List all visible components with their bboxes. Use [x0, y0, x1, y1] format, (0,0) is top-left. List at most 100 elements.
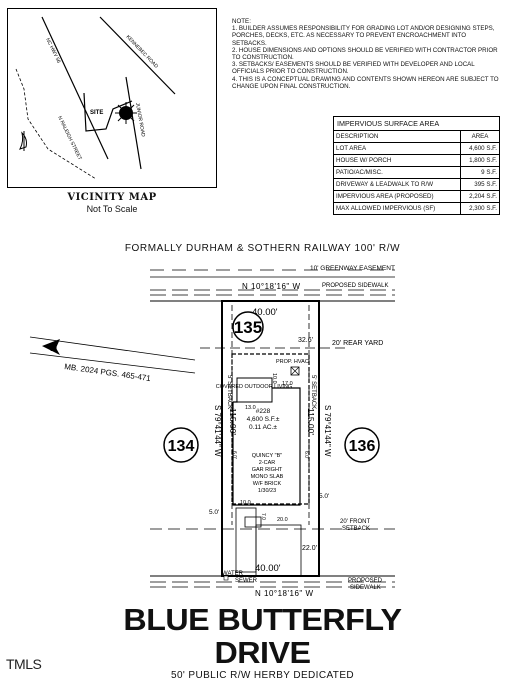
stoop [244, 516, 262, 528]
dim-5b: 5.0' [319, 493, 329, 500]
right-length: 115.00' [306, 408, 316, 435]
front-width: 40.00' [255, 563, 281, 574]
dim-13: 13.0 [245, 405, 256, 411]
water-meter-icon [223, 575, 229, 581]
vicinity-map-title: VICINITY MAP [67, 192, 157, 203]
row-area: 2,204 S.F. [460, 190, 500, 203]
rear-bearing: N 10°18'16" W [242, 282, 301, 291]
proposed-sidewalk-bottom-b: SIDEWALK [350, 585, 381, 591]
note-1: 1. BUILDER ASSUMES RESPONSIBILITY FOR GR… [232, 25, 495, 47]
covered-outdoor-box [236, 377, 273, 403]
row-description: PATIO/AC/MISC. [333, 166, 461, 179]
prop-hvac-label: PROP. HVAC [276, 359, 309, 365]
right-setback-label: 5' SETBACK [310, 375, 316, 409]
street-name-line2: DRIVE [214, 635, 311, 670]
row-description: LOT AREA [333, 142, 461, 155]
left-length: 115.00' [228, 408, 238, 435]
note-4: 4. THIS IS A CONCEPTUAL DRAWING AND CONT… [232, 75, 499, 90]
lot-136-circle [344, 427, 380, 463]
leadwalk [235, 507, 257, 573]
row-area: 9 S.F. [460, 166, 500, 179]
row-area: 4,600 S.F. [460, 142, 500, 155]
front-setback-label-b: SETBACK [342, 526, 370, 532]
row-area: 1,800 S.F. [460, 154, 500, 167]
dim-6b: 6.0' [303, 451, 309, 459]
road-label-kennebec: KENNEBEC ROAD [125, 34, 160, 70]
dim-6a: 6.0' [231, 451, 237, 459]
row-description: IMPERVIOUS AREA (PROPOSED) [333, 190, 461, 203]
row-description: MAX ALLOWED IMPERVIOUS (SF) [333, 202, 461, 215]
lot-area: 4,600 S.F.± [247, 416, 280, 423]
rear-yard-label: 20' REAR YARD [332, 340, 383, 347]
house-exterior: W/F BRICK [253, 481, 282, 487]
road-label-raleigh: N RALEIGH STREET [56, 115, 82, 161]
road-kennebec [99, 16, 176, 95]
house-model: QUINCY "B" [252, 453, 282, 459]
row-area: 395 S.F. [460, 178, 500, 191]
house-envelope [231, 353, 310, 505]
north-arrow-label: N [50, 343, 57, 354]
rear-dim: 32.6' [298, 337, 313, 344]
col-area: AREA [460, 130, 500, 143]
rear-width: 40.00' [252, 307, 278, 318]
covered-outdoor-label: COVERED OUTDOOR LIVING [216, 384, 292, 390]
dim-7: 7.0 [260, 513, 266, 520]
right-bearing: S 79°41'44" W [323, 405, 332, 457]
road-nc-hwy-56 [41, 16, 109, 160]
impervious-table: IMPERVIOUS SURFACE AREA DESCRIPTION AREA… [333, 116, 500, 215]
map-book-label: MB. 2024 PGS. 465-471 [64, 362, 152, 383]
dim-20: 20.0 [277, 517, 288, 523]
lot-number-circle [232, 311, 264, 343]
row-description: DRIVEWAY & LEADWALK TO R/W [333, 178, 461, 191]
vicinity-map-drawing: NC HWY 56 KENNEBEC ROAD N RALEIGH STREET… [15, 16, 176, 180]
house-gar-side: GAR RIGHT [252, 467, 283, 473]
greenway-easement-label: 10' GREENWAY EASEMENT [310, 265, 395, 272]
lot-number: 135 [234, 318, 262, 337]
lot-acres: 0.11 AC.± [249, 424, 277, 431]
col-description: DESCRIPTION [333, 130, 461, 143]
table-row: PATIO/AC/MISC.9 S.F. [333, 166, 500, 179]
tmls-watermark: TMLS [6, 656, 42, 672]
proposed-sidewalk-top: PROPOSED SIDEWALK [322, 283, 388, 289]
row-dedication: 50' PUBLIC R/W HERBY DEDICATED [170, 670, 355, 681]
street-name-line1: BLUE BUTTERFLY [123, 602, 402, 637]
house-date: 1/30/23 [258, 488, 276, 494]
house-foundation: MONO SLAB [251, 474, 284, 480]
left-setback-label: 5' SETBACK [226, 375, 232, 409]
house-garage: 2-CAR [259, 460, 276, 466]
table-row: IMPERVIOUS AREA (PROPOSED)2,204 S.F. [333, 190, 500, 203]
dim-5a: 5.0' [209, 509, 219, 516]
sewer-label: SEWER [235, 578, 258, 584]
row-description: HOUSE w/ PORCH [333, 154, 461, 167]
site-label: SITE [90, 110, 103, 116]
lot-134: 134 [168, 438, 195, 455]
dim-10b: 10.0 [240, 500, 251, 506]
compass-icon [19, 131, 27, 151]
lot-134-circle [163, 427, 199, 463]
notes-heading: NOTE: [232, 18, 251, 25]
dim-10a: 10.0 [271, 373, 277, 384]
impervious-table-title: IMPERVIOUS SURFACE AREA [333, 116, 500, 131]
row-area: 2,300 S.F. [460, 202, 500, 215]
dim-17: 17.0 [282, 381, 293, 387]
front-bearing: N 10°18'16" W [255, 589, 314, 598]
vicinity-map: NC HWY 56 KENNEBEC ROAD N RALEIGH STREET… [7, 8, 217, 188]
site-rays [115, 102, 137, 124]
proposed-sidewalk-bottom-a: PROPOSED [348, 578, 383, 584]
lot-136: 136 [349, 438, 376, 455]
vicinity-map-subtitle: Not To Scale [86, 204, 138, 214]
table-row: MAX ALLOWED IMPERVIOUS (SF)2,300 S.F. [333, 202, 500, 215]
front-setback-label-a: 20' FRONT [340, 519, 370, 525]
water-label: WATER [222, 571, 244, 577]
county-line [15, 68, 97, 180]
note-3: 3. SETBACKS/ EASEMENTS SHOULD BE VERIFIE… [232, 61, 475, 76]
lot-id: #228 [256, 408, 271, 415]
note-2: 2. HOUSE DIMENSIONS AND OPTIONS SHOULD B… [232, 46, 498, 62]
site-plan: 10' GREENWAY EASEMENT N 10°18'16" W PROP… [29, 265, 395, 598]
north-arrow-icon [29, 336, 196, 374]
railway-label: FORMALLY DURHAM & SOTHERN RAILWAY 100' R… [124, 243, 401, 254]
road-junior [125, 76, 142, 170]
